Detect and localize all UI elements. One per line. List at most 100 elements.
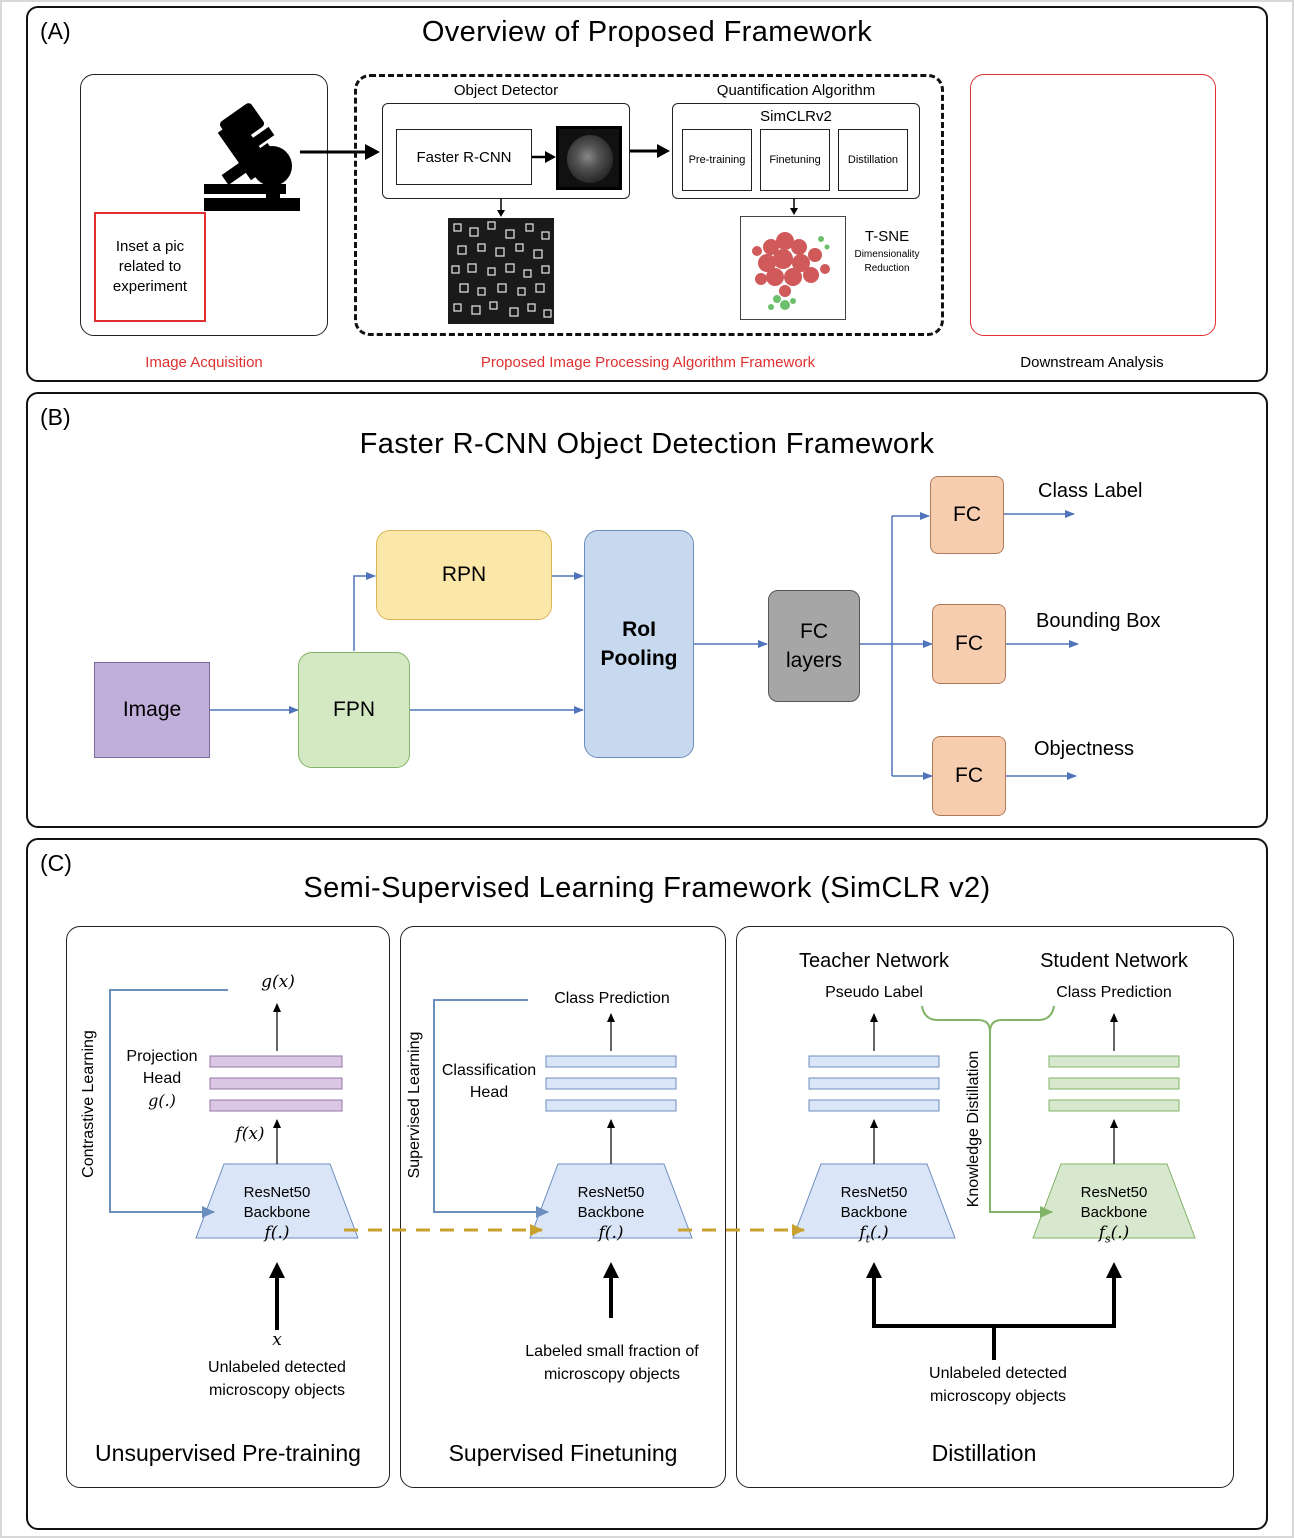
supervised-learning-label: Supervised Learning xyxy=(406,1031,423,1179)
student-func-symbol: f xyxy=(1098,1223,1105,1243)
output-class-label: Class Label xyxy=(1038,480,1143,502)
panel-a: (A) Overview of Proposed Framework Inset… xyxy=(26,6,1268,382)
teacher-func-symbol: f xyxy=(859,1223,866,1243)
node-fc-class-label: FC xyxy=(953,503,981,526)
input-x-symbol: x xyxy=(272,1330,282,1350)
panel-a-title: Overview of Proposed Framework xyxy=(421,16,873,48)
simclr-label: SimCLRv2 xyxy=(760,108,832,125)
step-pretraining: Pre-training xyxy=(682,129,752,191)
node-rpn-label: RPN xyxy=(441,563,487,586)
projection-head-label-1: Projection xyxy=(126,1048,198,1065)
node-roi-label-1: RoI xyxy=(622,618,656,641)
inset-placeholder-text: Inset a pic related to experiment xyxy=(112,238,188,295)
panel-c-graphics xyxy=(109,989,1196,1360)
subpanel-pretraining xyxy=(66,926,390,1488)
classification-head-bars xyxy=(545,1055,677,1112)
node-fpn-label: FPN xyxy=(333,698,375,721)
faster-rcnn-label: Faster R-CNN xyxy=(416,148,512,166)
classification-head-label-2: Head xyxy=(469,1084,509,1101)
panel-c: (C) Semi-Supervised Learning Framework (… xyxy=(26,838,1268,1530)
tsne-title: T-SNE xyxy=(864,228,910,245)
caption-acquisition: Image Acquisition xyxy=(145,354,263,371)
backbone-pretraining-label: ResNet50 Backbone f(.) xyxy=(212,1183,342,1243)
subpanel-finetuning xyxy=(400,926,726,1488)
panel-b-arrows xyxy=(210,510,1079,780)
distillation-input-line-1: Unlabeled detected xyxy=(929,1365,1067,1382)
backbone-pretraining-line-2: Backbone xyxy=(243,1204,311,1221)
detection-boxes xyxy=(451,221,552,318)
caption-framework: Proposed Image Processing Algorithm Fram… xyxy=(480,354,816,371)
backbone-teacher-line-1: ResNet50 xyxy=(840,1184,908,1201)
panel-b: (B) Faster R-CNN Object Detection Framew… xyxy=(26,392,1268,828)
node-roi-pooling: RoI Pooling xyxy=(584,530,694,758)
step-finetuning-label: Finetuning xyxy=(769,154,821,166)
node-roi-label-2: Pooling xyxy=(600,647,678,670)
node-fc-bbox-label: FC xyxy=(955,632,983,655)
backbone-student-line-3: fs(.) xyxy=(1049,1223,1179,1249)
knowledge-distillation-label: Knowledge Distillation xyxy=(965,1050,982,1208)
node-fc-class: FC xyxy=(930,476,1004,554)
projection-head-label-2: Head xyxy=(142,1070,182,1087)
tsne-plot xyxy=(740,216,846,320)
object-detector-box xyxy=(382,103,630,199)
fx-feature-label: f(x) xyxy=(235,1124,265,1144)
quantification-box xyxy=(672,103,920,199)
caption-downstream: Downstream Analysis xyxy=(1020,354,1164,371)
object-detector-title: Object Detector xyxy=(453,82,559,99)
student-network-title: Student Network xyxy=(1040,950,1188,972)
classification-head-label-1: Classification xyxy=(441,1062,537,1079)
pseudo-label-output: Pseudo Label xyxy=(825,984,923,1001)
node-fc-layers-label-1: FC xyxy=(800,620,828,643)
backbone-finetuning-line-2: Backbone xyxy=(577,1204,645,1221)
teacher-func-args: (.) xyxy=(870,1223,889,1243)
node-fpn: FPN xyxy=(298,652,410,768)
student-func-args: (.) xyxy=(1110,1223,1130,1243)
tsne-scatter xyxy=(752,232,830,310)
projection-head-label: Projection Head g(.) xyxy=(112,1046,212,1112)
distillation-input-text: Unlabeled detected microscopy objects xyxy=(888,1362,1108,1408)
contrastive-learning-label: Contrastive Learning xyxy=(80,1030,97,1178)
teacher-network-title: Teacher Network xyxy=(798,950,950,972)
panel-b-label: (B) xyxy=(40,404,71,430)
backbone-student-line-1: ResNet50 xyxy=(1080,1184,1148,1201)
backbone-teacher-line-2: Backbone xyxy=(840,1204,908,1221)
faster-rcnn-box: Faster R-CNN xyxy=(396,129,532,185)
student-func-subscript: s xyxy=(1104,1232,1111,1246)
node-fc-bbox: FC xyxy=(932,604,1006,684)
node-fc-layers-label-2: layers xyxy=(785,649,843,672)
quantification-title: Quantification Algorithm xyxy=(716,82,876,99)
projection-head-bars xyxy=(209,1055,343,1112)
acquisition-box xyxy=(80,74,328,336)
student-head-bars xyxy=(1048,1055,1180,1112)
finetuning-input-line-1: Labeled small fraction of xyxy=(525,1343,699,1360)
classification-head-label: Classification Head xyxy=(434,1060,544,1104)
panel-a-label: (A) xyxy=(40,18,71,44)
distillation-input-line-2: microscopy objects xyxy=(929,1388,1067,1405)
backbone-student-label: ResNet50 Backbone fs(.) xyxy=(1049,1183,1179,1249)
projection-head-label-3: g(.) xyxy=(148,1091,176,1110)
step-distillation-label: Distillation xyxy=(847,154,899,166)
tsne-subtitle: Dimensionality Reduction xyxy=(854,249,920,274)
detection-result-image xyxy=(448,218,554,324)
backbone-finetuning-line-3: f(.) xyxy=(598,1223,624,1243)
step-finetuning: Finetuning xyxy=(760,129,830,191)
step-pretraining-label: Pre-training xyxy=(688,154,746,166)
node-fc-layers: FC layers xyxy=(768,590,860,702)
node-fc-objectness-label: FC xyxy=(955,764,983,787)
caption-distillation: Distillation xyxy=(931,1440,1037,1466)
backbone-pretraining-line-3: f(.) xyxy=(264,1223,290,1243)
teacher-head-bars xyxy=(808,1055,940,1112)
finetuning-input-line-2: microscopy objects xyxy=(543,1366,681,1383)
node-rpn: RPN xyxy=(376,530,552,620)
backbone-teacher-line-3: ft(.) xyxy=(809,1223,939,1249)
gx-output-label: g(x) xyxy=(261,972,295,992)
pretraining-input-line-1: Unlabeled detected xyxy=(208,1359,346,1376)
step-distillation: Distillation xyxy=(838,129,908,191)
backbone-teacher-label: ResNet50 Backbone ft(.) xyxy=(809,1183,939,1249)
backbone-finetuning-line-1: ResNet50 xyxy=(577,1184,645,1201)
framework-dashed-box xyxy=(354,74,944,336)
backbone-student-line-2: Backbone xyxy=(1080,1204,1148,1221)
output-objectness: Objectness xyxy=(1034,738,1135,760)
pretraining-input-text: Unlabeled detected microscopy objects xyxy=(168,1356,386,1402)
